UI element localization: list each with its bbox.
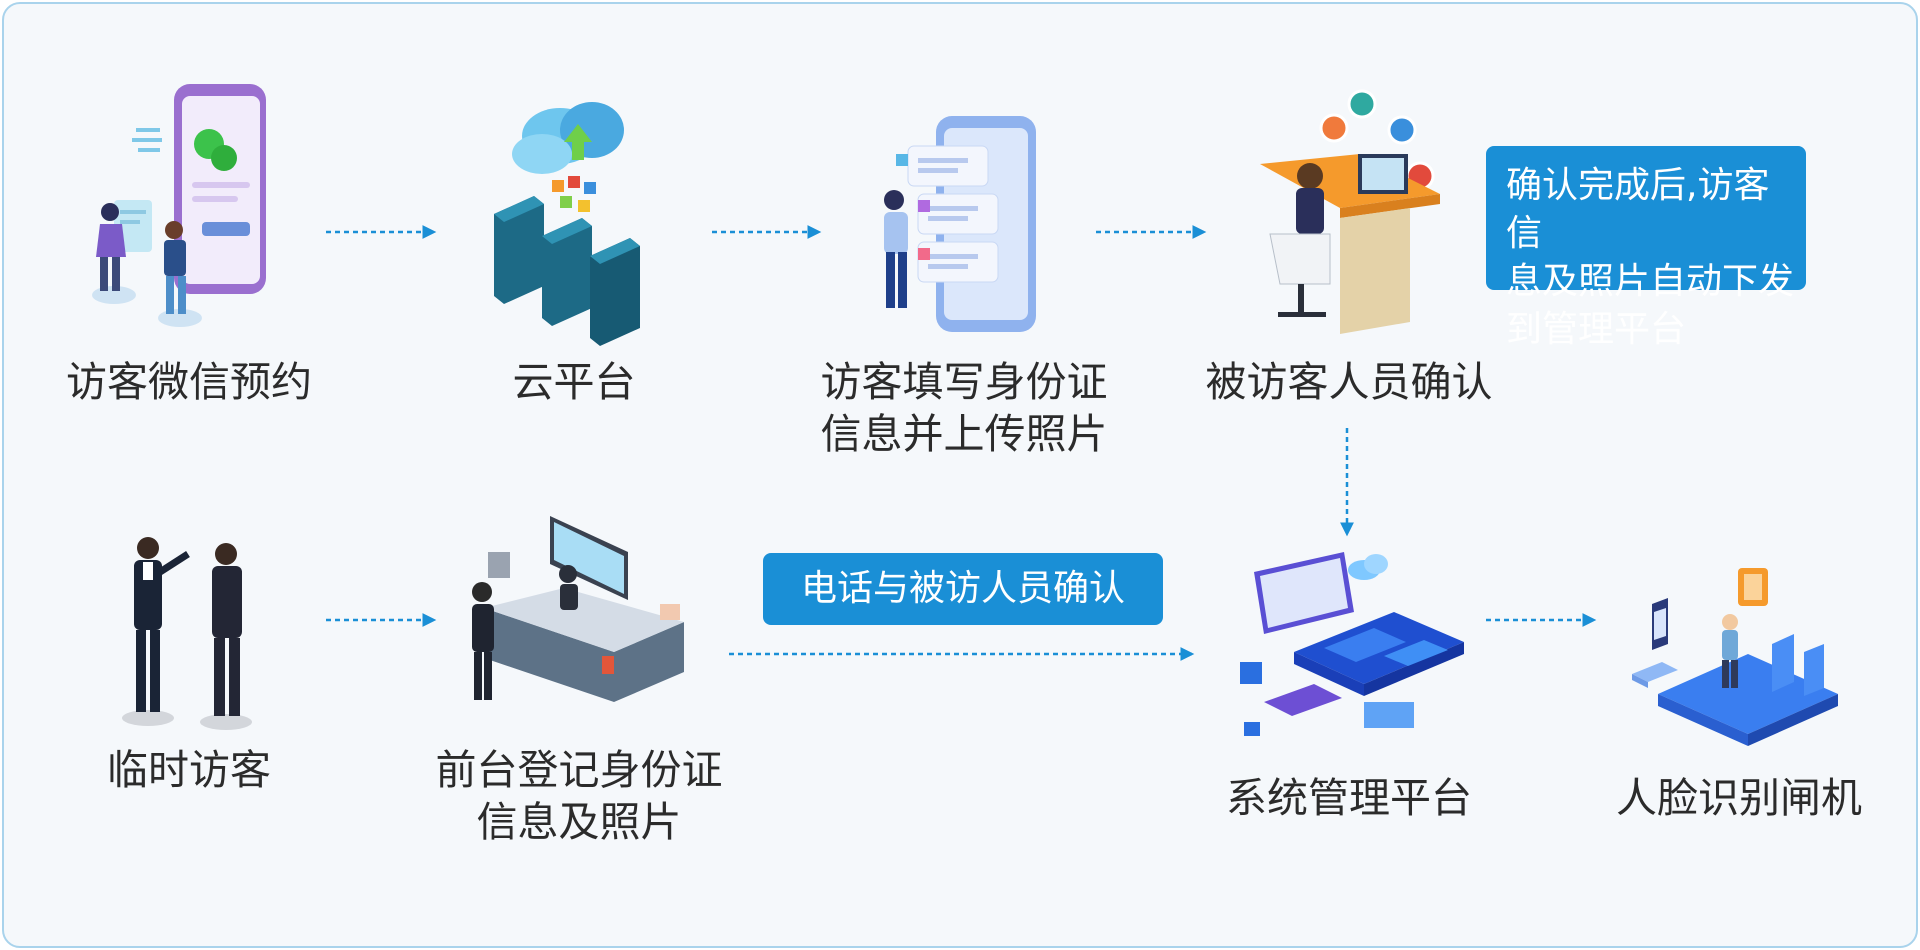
management-platform-illustration bbox=[1240, 552, 1464, 736]
id-upload-illustration bbox=[884, 116, 1036, 332]
confirm-note-line-1: 确认完成后,访客信 bbox=[1506, 165, 1770, 254]
step-face-gate: 人脸识别闸机 bbox=[1579, 772, 1899, 824]
step-temporary-visitor: 临时访客 bbox=[64, 744, 314, 796]
step-front-desk-register-line-2: 信息及照片 bbox=[476, 798, 682, 846]
step-host-confirm: 被访客人员确认 bbox=[1184, 356, 1514, 408]
step-management-platform-label: 系统管理平台 bbox=[1226, 774, 1472, 822]
confirm-note-line-3: 到管理平台 bbox=[1506, 309, 1687, 350]
step-fill-id-info-line-2: 信息并上传照片 bbox=[820, 410, 1108, 458]
step-wechat-booking-label: 访客微信预约 bbox=[66, 358, 312, 406]
step-wechat-booking: 访客微信预约 bbox=[34, 356, 344, 408]
step-front-desk-register: 前台登记身份证 信息及照片 bbox=[409, 744, 749, 848]
face-gate-illustration bbox=[1632, 568, 1838, 746]
step-fill-id-info: 访客填写身份证 信息并上传照片 bbox=[794, 356, 1134, 460]
host-confirm-illustration bbox=[1260, 89, 1440, 334]
step-host-confirm-label: 被访客人员确认 bbox=[1205, 358, 1493, 406]
front-desk-illustration bbox=[472, 516, 684, 702]
wechat-booking-illustration bbox=[92, 84, 266, 327]
confirm-note-line-2: 息及照片自动下发 bbox=[1506, 261, 1795, 302]
step-face-gate-label: 人脸识别闸机 bbox=[1616, 774, 1862, 822]
phone-confirm-callout: 电话与被访人员确认 bbox=[763, 553, 1163, 625]
temporary-visitor-illustration bbox=[122, 537, 252, 730]
confirm-note-callout: 确认完成后,访客信 息及照片自动下发 到管理平台 bbox=[1486, 146, 1806, 350]
step-front-desk-register-line-1: 前台登记身份证 bbox=[435, 746, 723, 794]
phone-confirm-text: 电话与被访人员确认 bbox=[800, 568, 1125, 609]
flow-arrows bbox=[326, 225, 1597, 661]
step-fill-id-info-line-1: 访客填写身份证 bbox=[820, 358, 1108, 406]
step-management-platform: 系统管理平台 bbox=[1189, 772, 1509, 824]
step-cloud-platform-label: 云平台 bbox=[512, 358, 636, 406]
cloud-platform-illustration bbox=[494, 102, 640, 346]
step-temporary-visitor-label: 临时访客 bbox=[107, 746, 271, 794]
step-cloud-platform: 云平台 bbox=[424, 356, 724, 408]
